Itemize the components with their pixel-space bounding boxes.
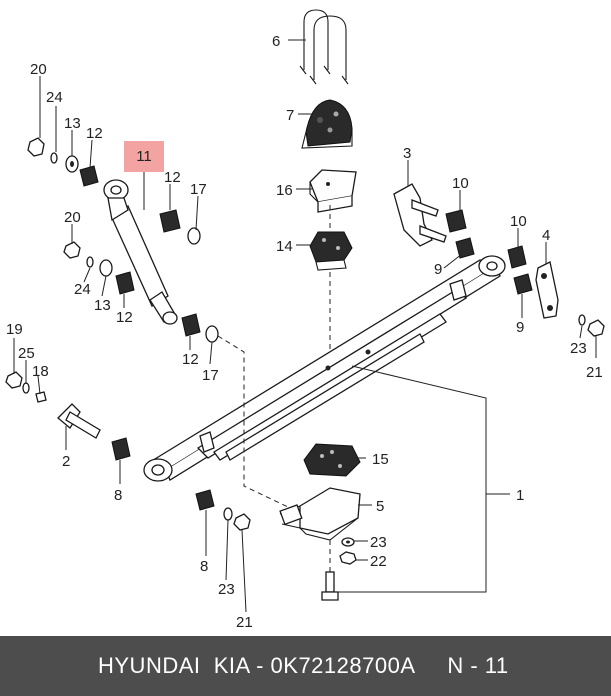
label-5: 5	[376, 498, 384, 515]
nut-part-21-right	[587, 319, 605, 337]
part-number-labels: 6 7 16 14 15 5 23 22 1 3 10 10 9 9 4 20 …	[6, 33, 603, 631]
label-12-mid: 12	[164, 169, 181, 186]
leader-lines	[13, 39, 597, 613]
label-4: 4	[542, 227, 550, 244]
center-bolt-part	[321, 571, 339, 601]
nut-part-19	[5, 371, 23, 389]
label-9-right: 9	[516, 319, 524, 336]
bushing-part-10-right	[507, 245, 527, 269]
label-16: 16	[276, 182, 293, 199]
label-7: 7	[286, 107, 294, 124]
label-15: 15	[372, 451, 389, 468]
label-14: 14	[276, 238, 293, 255]
bushing-part-10-left	[445, 209, 467, 233]
label-3: 3	[403, 145, 411, 162]
label-10-left: 10	[452, 175, 469, 192]
label-1: 1	[516, 487, 524, 504]
bushing-part-9-left	[455, 237, 475, 259]
washer-part-17-top	[187, 227, 201, 245]
bushing-part-12-mid	[159, 209, 181, 233]
washer-part-23-right	[578, 314, 586, 326]
nut-part-20-mid	[63, 241, 81, 259]
label-12-top: 12	[86, 125, 103, 142]
bump-stopper-part	[301, 99, 353, 149]
grease-nipple-part-18	[35, 391, 47, 403]
washer-part-13-mid	[99, 259, 113, 277]
washer-part-24-top	[50, 152, 58, 164]
label-2: 2	[62, 453, 70, 470]
label-8-bottom: 8	[200, 558, 208, 575]
label-25: 25	[18, 345, 35, 362]
highlight-box	[124, 141, 164, 172]
label-23-left: 23	[218, 581, 235, 598]
footer-caption: HYUNDAI KIA - 0K72128700A N - 11	[98, 653, 509, 678]
label-21-left: 21	[236, 614, 253, 631]
label-13-top: 13	[64, 115, 81, 132]
spring-pad-lower-part	[303, 443, 361, 477]
washer-part-25	[22, 382, 30, 394]
bushing-part-12-low	[115, 271, 135, 295]
label-24-top: 24	[46, 89, 63, 106]
label-12-bottom: 12	[182, 351, 199, 368]
nut-part-21-left	[233, 513, 251, 531]
washer-part-23	[341, 537, 355, 547]
leaf-spring-assembly	[143, 255, 510, 593]
label-23-right: 23	[570, 340, 587, 357]
label-23-center: 23	[370, 534, 387, 551]
label-18: 18	[32, 363, 49, 380]
label-19: 19	[6, 321, 23, 338]
label-20-mid: 20	[64, 209, 81, 226]
bushing-part-12-top	[79, 165, 99, 187]
label-8-left: 8	[114, 487, 122, 504]
spring-pad-part	[309, 231, 353, 271]
footer-bar: HYUNDAI KIA - 0K72128700A N - 11	[0, 636, 611, 696]
washer-part-24-mid	[86, 256, 94, 268]
washer-part-23-left	[223, 507, 233, 521]
u-bolt-part	[299, 9, 349, 85]
label-24-mid: 24	[74, 281, 91, 298]
highlight-part-number: 11	[136, 148, 152, 165]
nut-part-20-top	[27, 137, 45, 157]
label-6: 6	[272, 33, 280, 50]
label-10-right: 10	[510, 213, 527, 230]
shackle-bracket-part-3	[393, 183, 447, 247]
washer-part-13-top	[65, 155, 79, 173]
bushing-part-9-right	[513, 273, 533, 295]
bushing-part-8-left	[111, 437, 131, 461]
spring-lower-plate-part	[279, 487, 361, 541]
spring-pad-upper-part	[309, 169, 357, 213]
label-12-low: 12	[116, 309, 133, 326]
spring-pin-part	[57, 403, 101, 439]
label-17-bottom: 17	[202, 367, 219, 384]
label-22: 22	[370, 553, 387, 570]
label-13-mid: 13	[94, 297, 111, 314]
bushing-part-12-bottom	[181, 313, 201, 337]
shock-dashed-line	[217, 335, 291, 509]
label-17-top: 17	[190, 181, 207, 198]
leaf-spring-exploded-diagram: 6 7 16 14 15 5 23 22 1 3 10 10 9 9 4 20 …	[5, 9, 605, 631]
shock-absorber-part	[103, 179, 178, 325]
label-9-left: 9	[434, 261, 442, 278]
label-20-top: 20	[30, 61, 47, 78]
bushing-part-8-bottom	[195, 489, 215, 511]
shackle-plate-part-4	[535, 261, 559, 319]
label-21-right: 21	[586, 364, 603, 381]
nut-part-22	[339, 551, 357, 565]
washer-part-17-bottom	[205, 325, 219, 343]
